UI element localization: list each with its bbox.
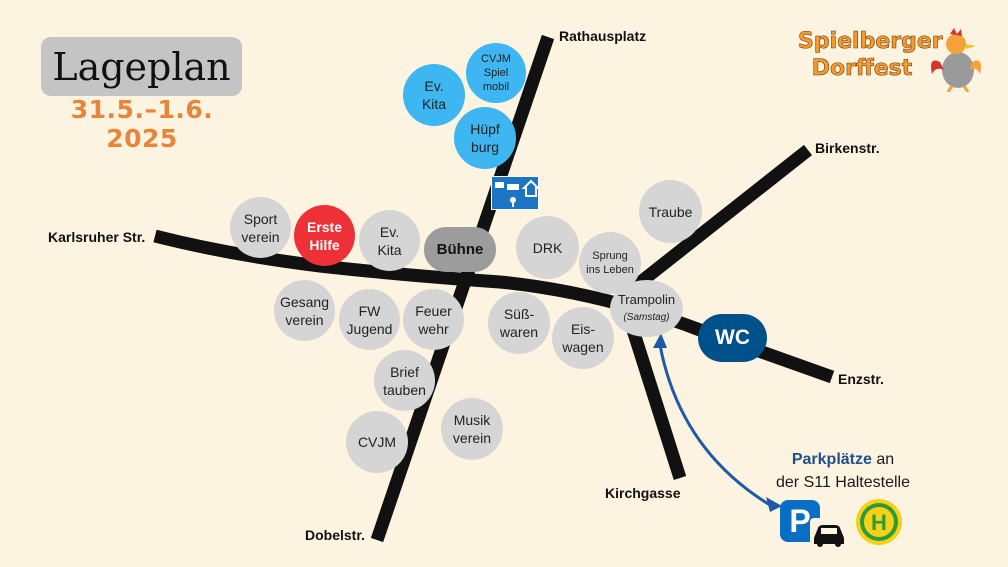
road-birkenstr — [623, 144, 813, 298]
logo-line-1: Spielberger — [798, 29, 943, 55]
station-buehne: Bühne — [424, 227, 496, 272]
parking-title-suffix: an — [871, 451, 895, 468]
station-erste-hilfe: Erste Hilfe — [294, 205, 355, 266]
parking-arrow — [658, 344, 771, 507]
station-label: Sprung — [592, 250, 628, 262]
rooster-icon — [931, 28, 981, 92]
street-label-dobelstr: Dobelstr. — [305, 527, 365, 543]
station-label: Süß- — [503, 306, 535, 322]
station-label: waren — [499, 324, 539, 340]
station-label: CVJM — [481, 53, 511, 65]
street-label-enzstr: Enzstr. — [838, 371, 884, 387]
station-drk: DRK — [516, 216, 579, 279]
station-ev-kita: Ev. Kita — [359, 210, 420, 271]
station-label: Hüpf — [470, 121, 500, 137]
station-label: Hilfe — [309, 236, 340, 253]
station-brieftauben: Brief tauben — [374, 350, 435, 411]
station-huepfburg: Hüpf burg — [454, 107, 516, 169]
station-label: Gesang — [279, 293, 330, 310]
road-rathausplatz-dobelstr — [370, 34, 555, 543]
event-date: 31.5.–1.6. 2025 — [70, 95, 214, 153]
station-label: verein — [241, 228, 280, 245]
parking-arrow-head-top — [653, 333, 667, 348]
car-icon — [810, 518, 848, 548]
station-label: Eis- — [570, 321, 596, 337]
station-sportverein: Sport verein — [230, 197, 291, 258]
station-label: Ev. — [424, 78, 444, 94]
station-label: Ev. — [379, 223, 400, 240]
parking-arrow-head-bottom — [766, 497, 782, 512]
street-label-birkenstr: Birkenstr. — [815, 140, 880, 156]
play-street-sign-icon — [491, 176, 539, 210]
event-logo: Spielberger Dorffest — [798, 28, 943, 82]
parking-subtitle: der S11 Haltestelle — [776, 474, 910, 491]
station-label: Trampolin — [617, 291, 676, 307]
parking-info: Parkplätze an der S11 Haltestelle — [760, 448, 926, 494]
street-label-rathausplatz: Rathausplatz — [559, 28, 647, 44]
road-kirchgasse — [626, 328, 687, 480]
station-label: Erste — [306, 218, 343, 235]
station-fw-jugend: FW Jugend — [339, 289, 400, 350]
station-label: Sport — [243, 210, 278, 227]
station-label: wagen — [562, 339, 604, 355]
parking-title: Parkplätze — [791, 451, 872, 468]
station-traube: Traube — [639, 180, 702, 243]
station-trampolin: Trampolin (Samstag) — [610, 280, 683, 337]
station-label: Jugend — [346, 320, 393, 337]
station-wc: WC — [698, 314, 767, 362]
street-label-karlsruher: Karlsruher Str. — [48, 229, 146, 245]
station-label: ins Leben — [586, 264, 634, 276]
station-label: Brief — [390, 363, 419, 380]
logo-line-2: Dorffest — [811, 56, 913, 82]
station-suesswaren: Süß- waren — [488, 292, 550, 354]
station-label: verein — [285, 311, 324, 328]
bus-stop-sign-icon: H — [856, 499, 902, 545]
station-label: Spiel — [483, 67, 509, 79]
station-feuerwehr: Feuer wehr — [403, 289, 464, 350]
station-label: tauben — [383, 381, 426, 398]
station-gesangverein: Gesang verein — [274, 280, 335, 341]
station-label: Feuer — [415, 302, 452, 319]
station-label-note: (Samstag) — [623, 311, 670, 323]
station-label: verein — [452, 430, 492, 446]
station-cvjm-spielmobil: CVJM Spiel mobil — [466, 43, 526, 103]
station-label: wehr — [418, 320, 449, 337]
station-label: Kita — [421, 96, 447, 112]
street-label-kirchgasse: Kirchgasse — [605, 485, 681, 501]
station-label: Musik — [453, 412, 491, 428]
page-title: Lageplan — [41, 37, 242, 96]
station-label: burg — [470, 139, 500, 155]
station-eiswagen: Eis- wagen — [552, 307, 614, 369]
station-musikverein: Musik verein — [441, 398, 503, 460]
station-label: mobil — [482, 81, 510, 93]
bus-stop-sign-letter: H — [871, 510, 887, 535]
station-ev-kita-top: Ev. Kita — [403, 64, 465, 126]
station-cvjm: CVJM — [346, 411, 408, 473]
station-label: Kita — [377, 241, 402, 258]
station-label: FW — [358, 302, 381, 319]
